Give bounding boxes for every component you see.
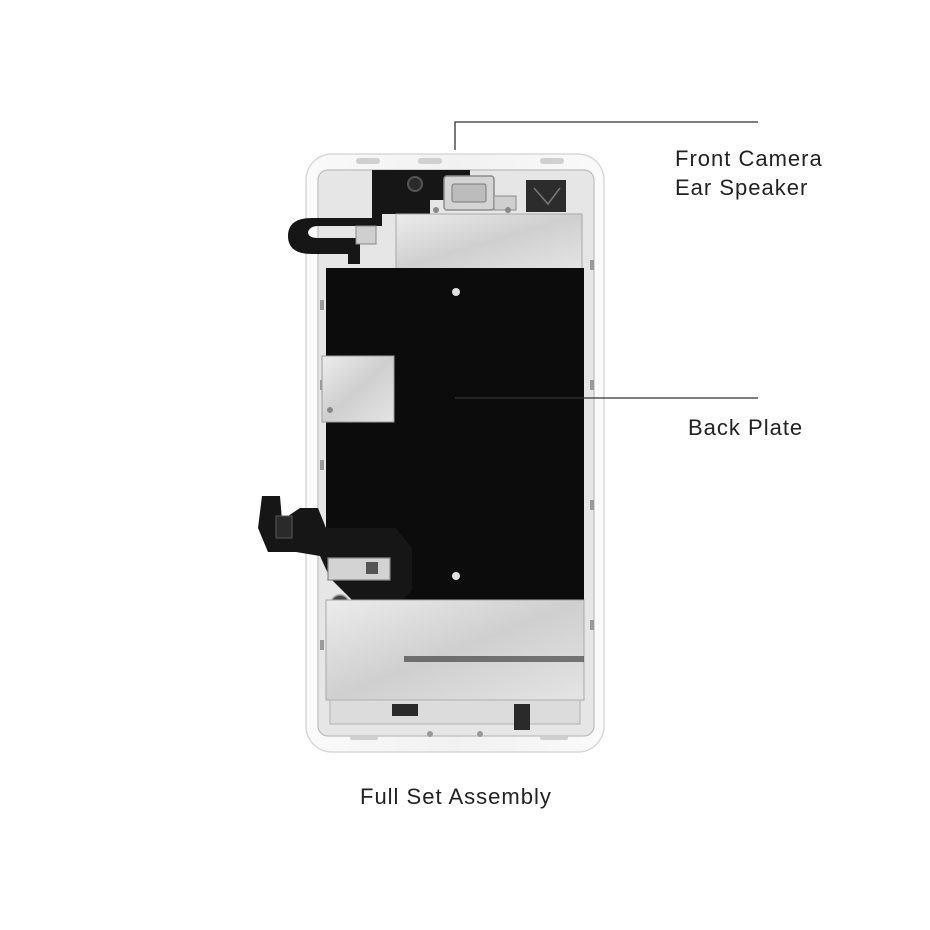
ear-speaker-label: Ear Speaker	[675, 175, 809, 200]
top-slot-left	[356, 158, 380, 164]
leader-lines	[454, 121, 758, 399]
top-left-flex-loop	[288, 200, 382, 264]
front-camera-label: Front Camera	[675, 146, 823, 171]
top-slot-center	[418, 158, 442, 164]
top-slot-right	[540, 158, 564, 164]
flex-connector	[327, 557, 391, 581]
proximity-sensor	[526, 180, 566, 212]
qr-code-icon	[366, 562, 378, 574]
phone-assembly	[258, 153, 605, 753]
side-shield-tab	[321, 355, 395, 423]
caption: Full Set Assembly	[360, 784, 552, 809]
back-plate-label: Back Plate	[688, 415, 804, 440]
bottom-bracket	[329, 699, 581, 725]
lower-shield-plate	[325, 599, 585, 701]
front-camera-leader-line	[454, 121, 758, 150]
upper-shield-plate	[395, 213, 583, 271]
front-camera-lens-icon	[407, 176, 423, 192]
